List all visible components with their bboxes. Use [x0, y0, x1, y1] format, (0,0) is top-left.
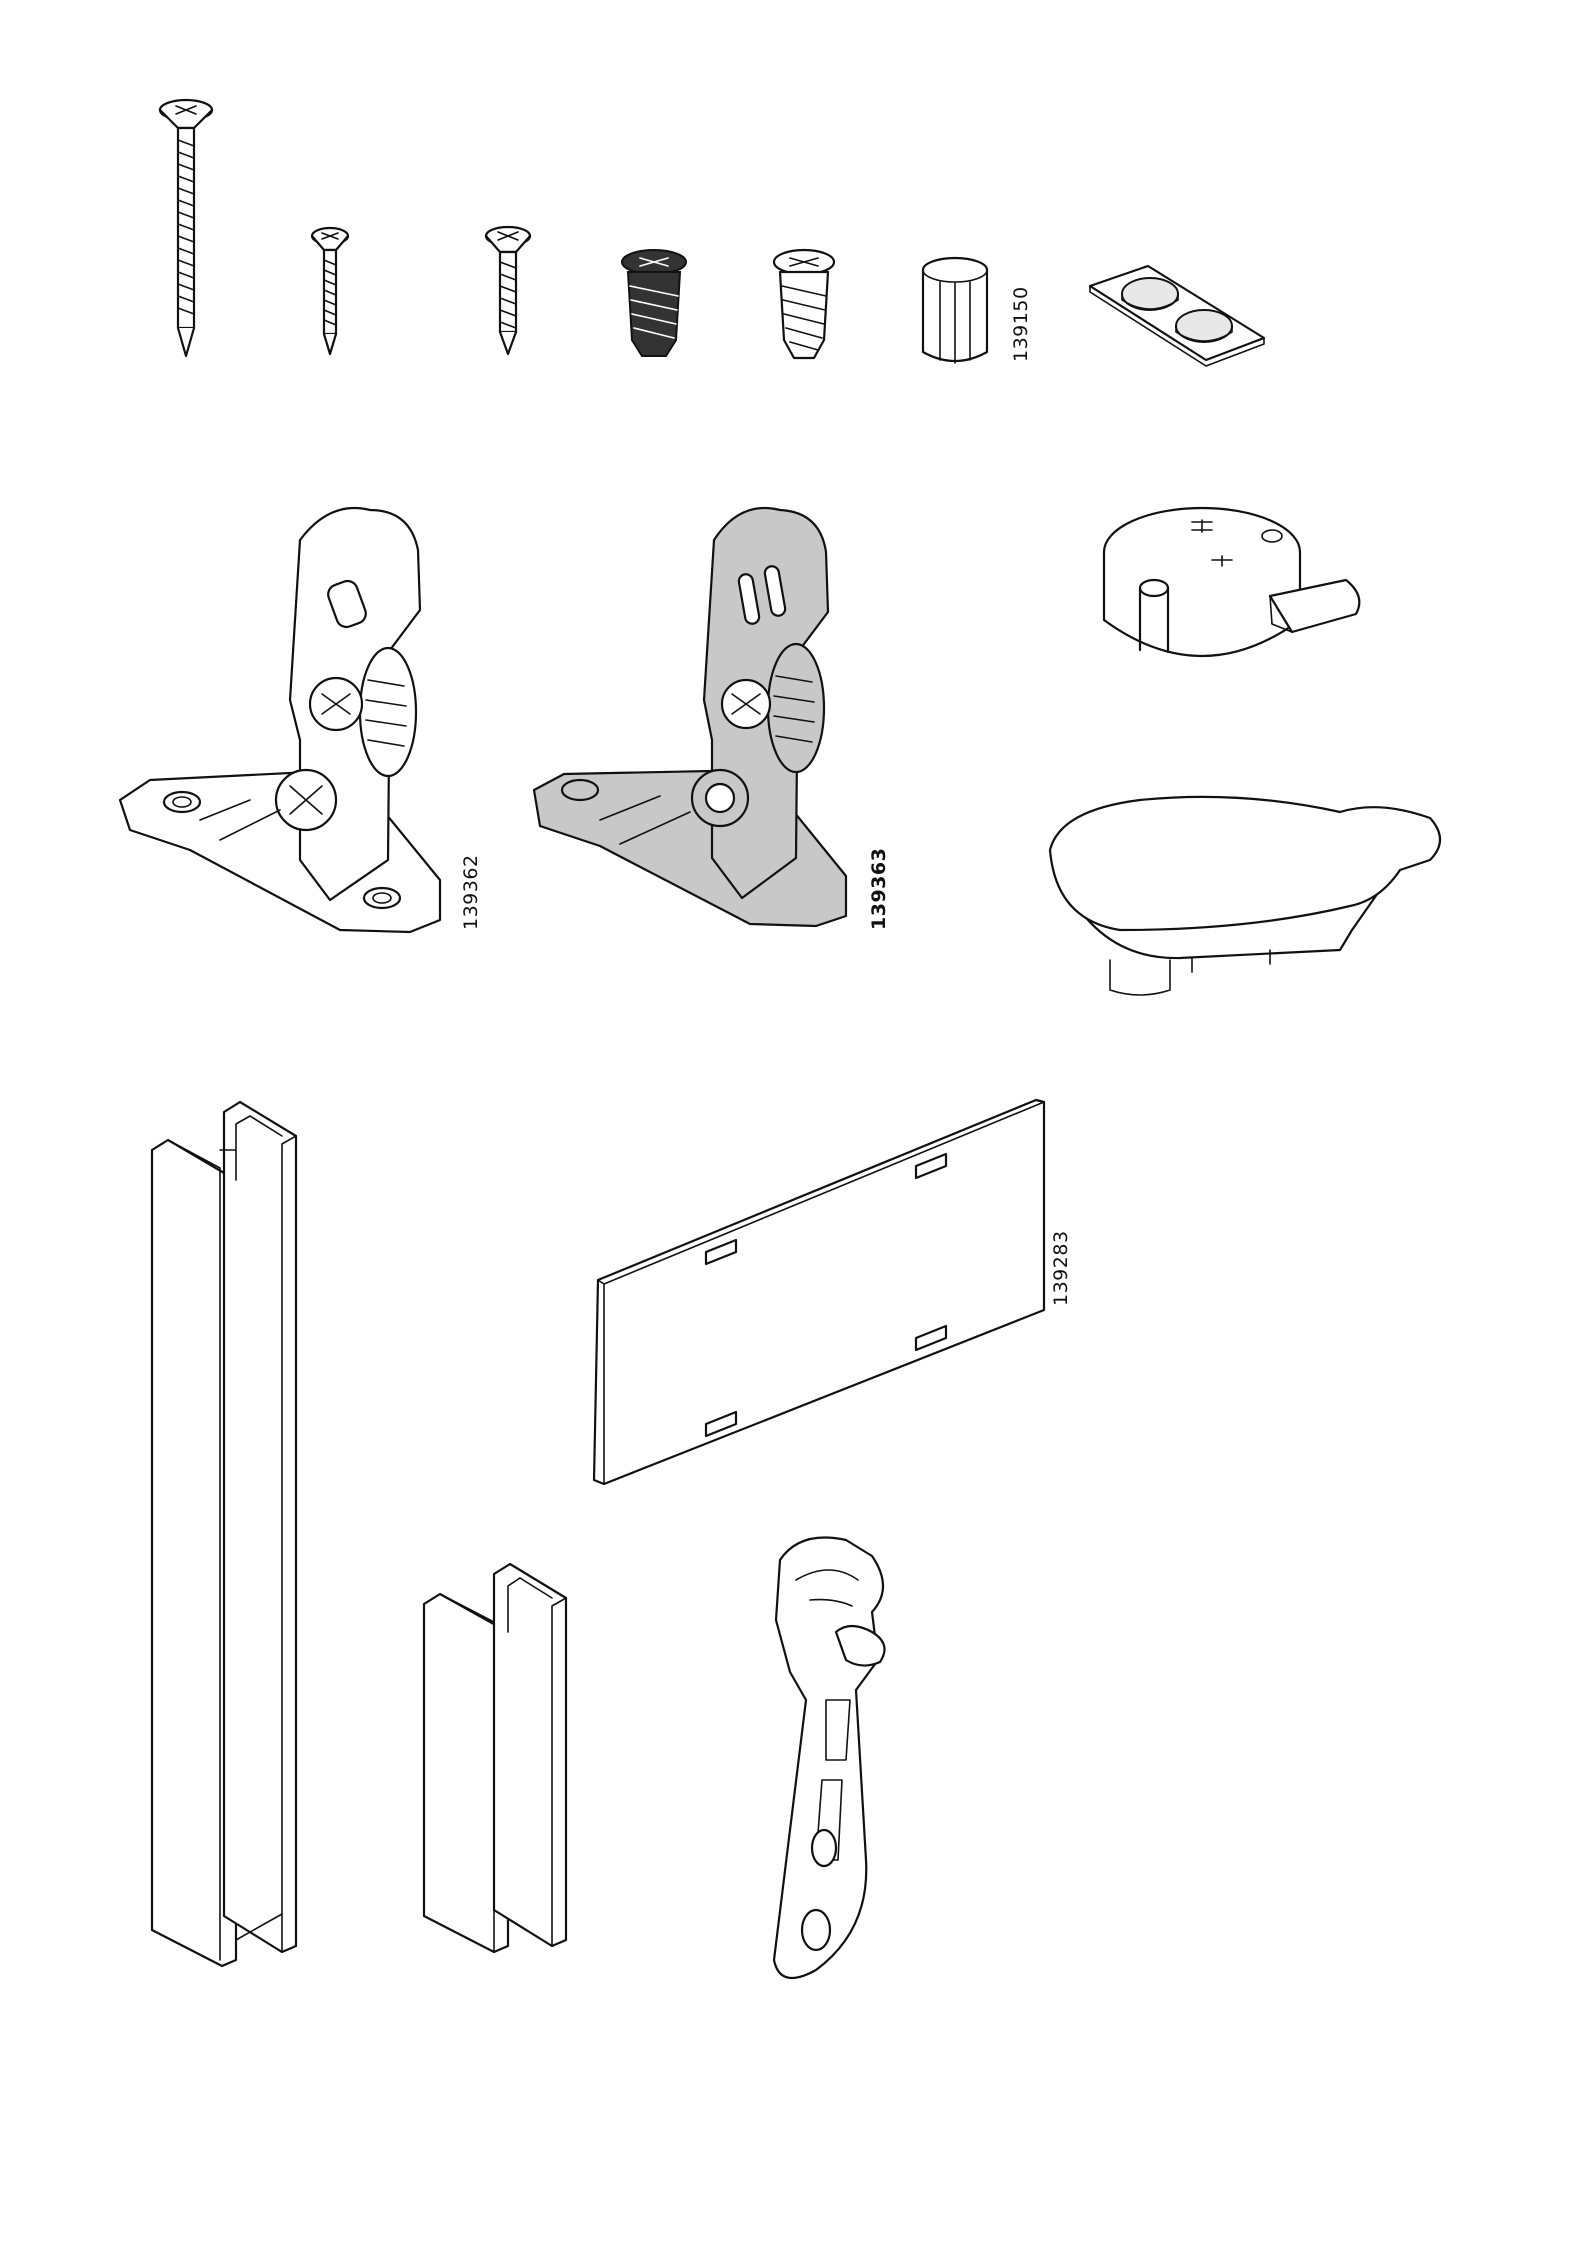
part-number-139362: 139362: [462, 854, 481, 930]
wooden-dowel-icon: [923, 258, 987, 363]
felt-pads-icon: [1090, 266, 1264, 366]
part-number-139150: 139150: [1012, 286, 1031, 362]
long-screw-icon: [160, 100, 212, 356]
hanging-clip-icon: [774, 1538, 885, 1979]
cover-cap-icon: [1050, 797, 1440, 995]
panel-plate-icon: [594, 1100, 1044, 1484]
white-hinge-plate-icon: [120, 508, 440, 932]
chipboard-screw-icon: [486, 227, 530, 354]
dark-euro-screw-icon: [622, 250, 686, 356]
long-rail-icon: [152, 1102, 296, 1966]
gray-hinge-plate-icon: [534, 508, 846, 926]
part-number-139283: 139283: [1052, 1230, 1071, 1306]
part-number-139363: 139363: [870, 848, 889, 930]
short-screw-icon: [312, 228, 348, 354]
cam-lock-icon: [1104, 508, 1359, 656]
light-euro-screw-icon: [774, 250, 834, 358]
short-rail-icon: [424, 1564, 566, 1952]
